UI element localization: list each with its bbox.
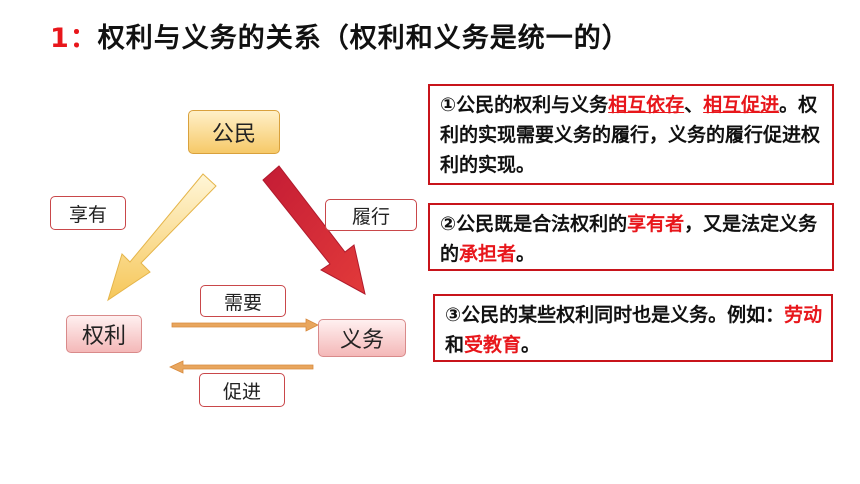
- text-box-3: ③公民的某些权利同时也是义务。例如：劳动和受教育。: [433, 294, 833, 362]
- title-text: 权利与义务的关系（权利和义务是统一的）: [97, 23, 630, 54]
- arrow-enjoy: [107, 173, 217, 302]
- node-duties: 义务: [318, 319, 406, 357]
- box2-highlight-bearer: 承担者: [459, 243, 517, 265]
- node-citizen: 公民: [188, 110, 280, 154]
- box3-highlight-labor: 劳动: [784, 304, 823, 326]
- box2-text-a: ②公民既是合法权利的: [440, 213, 628, 235]
- box1-highlight-promote: 相互促进: [703, 94, 780, 116]
- box1-text-b: 、: [684, 94, 704, 116]
- box3-text-a: ③公民的某些权利同时也是义务。例如：: [445, 304, 785, 326]
- box2-text-c: 。: [516, 243, 536, 265]
- label-perform: 履行: [325, 199, 417, 231]
- box1-text-a: ①公民的权利与义务: [440, 94, 609, 116]
- arrow-perform: [262, 165, 366, 295]
- box3-highlight-education: 受教育: [464, 334, 522, 356]
- label-need: 需要: [200, 285, 286, 317]
- box3-text-b: 和: [445, 334, 465, 356]
- box3-text-c: 。: [521, 334, 541, 356]
- box2-text-b: ，又是法定义务的: [440, 213, 818, 265]
- text-box-1: ①公民的权利与义务相互依存、相互促进。权利的实现需要义务的履行，义务的履行促进权…: [428, 84, 834, 185]
- label-enjoy: 享有: [50, 196, 126, 230]
- arrow-need: [171, 318, 319, 332]
- box1-text-c: 。权利的实现需要义务的履行，义务的履行促进权利的实现。: [440, 94, 821, 176]
- title-number: 1：: [50, 23, 98, 54]
- page-title: 1：权利与义务的关系（权利和义务是统一的）: [50, 16, 630, 56]
- node-rights: 权利: [66, 315, 142, 353]
- arrow-promote: [169, 360, 314, 374]
- text-box-2: ②公民既是合法权利的享有者，又是法定义务的承担者。: [428, 203, 834, 271]
- box2-highlight-holder: 享有者: [627, 213, 685, 235]
- label-promote: 促进: [199, 373, 285, 407]
- box1-highlight-interdependent: 相互依存: [608, 94, 685, 116]
